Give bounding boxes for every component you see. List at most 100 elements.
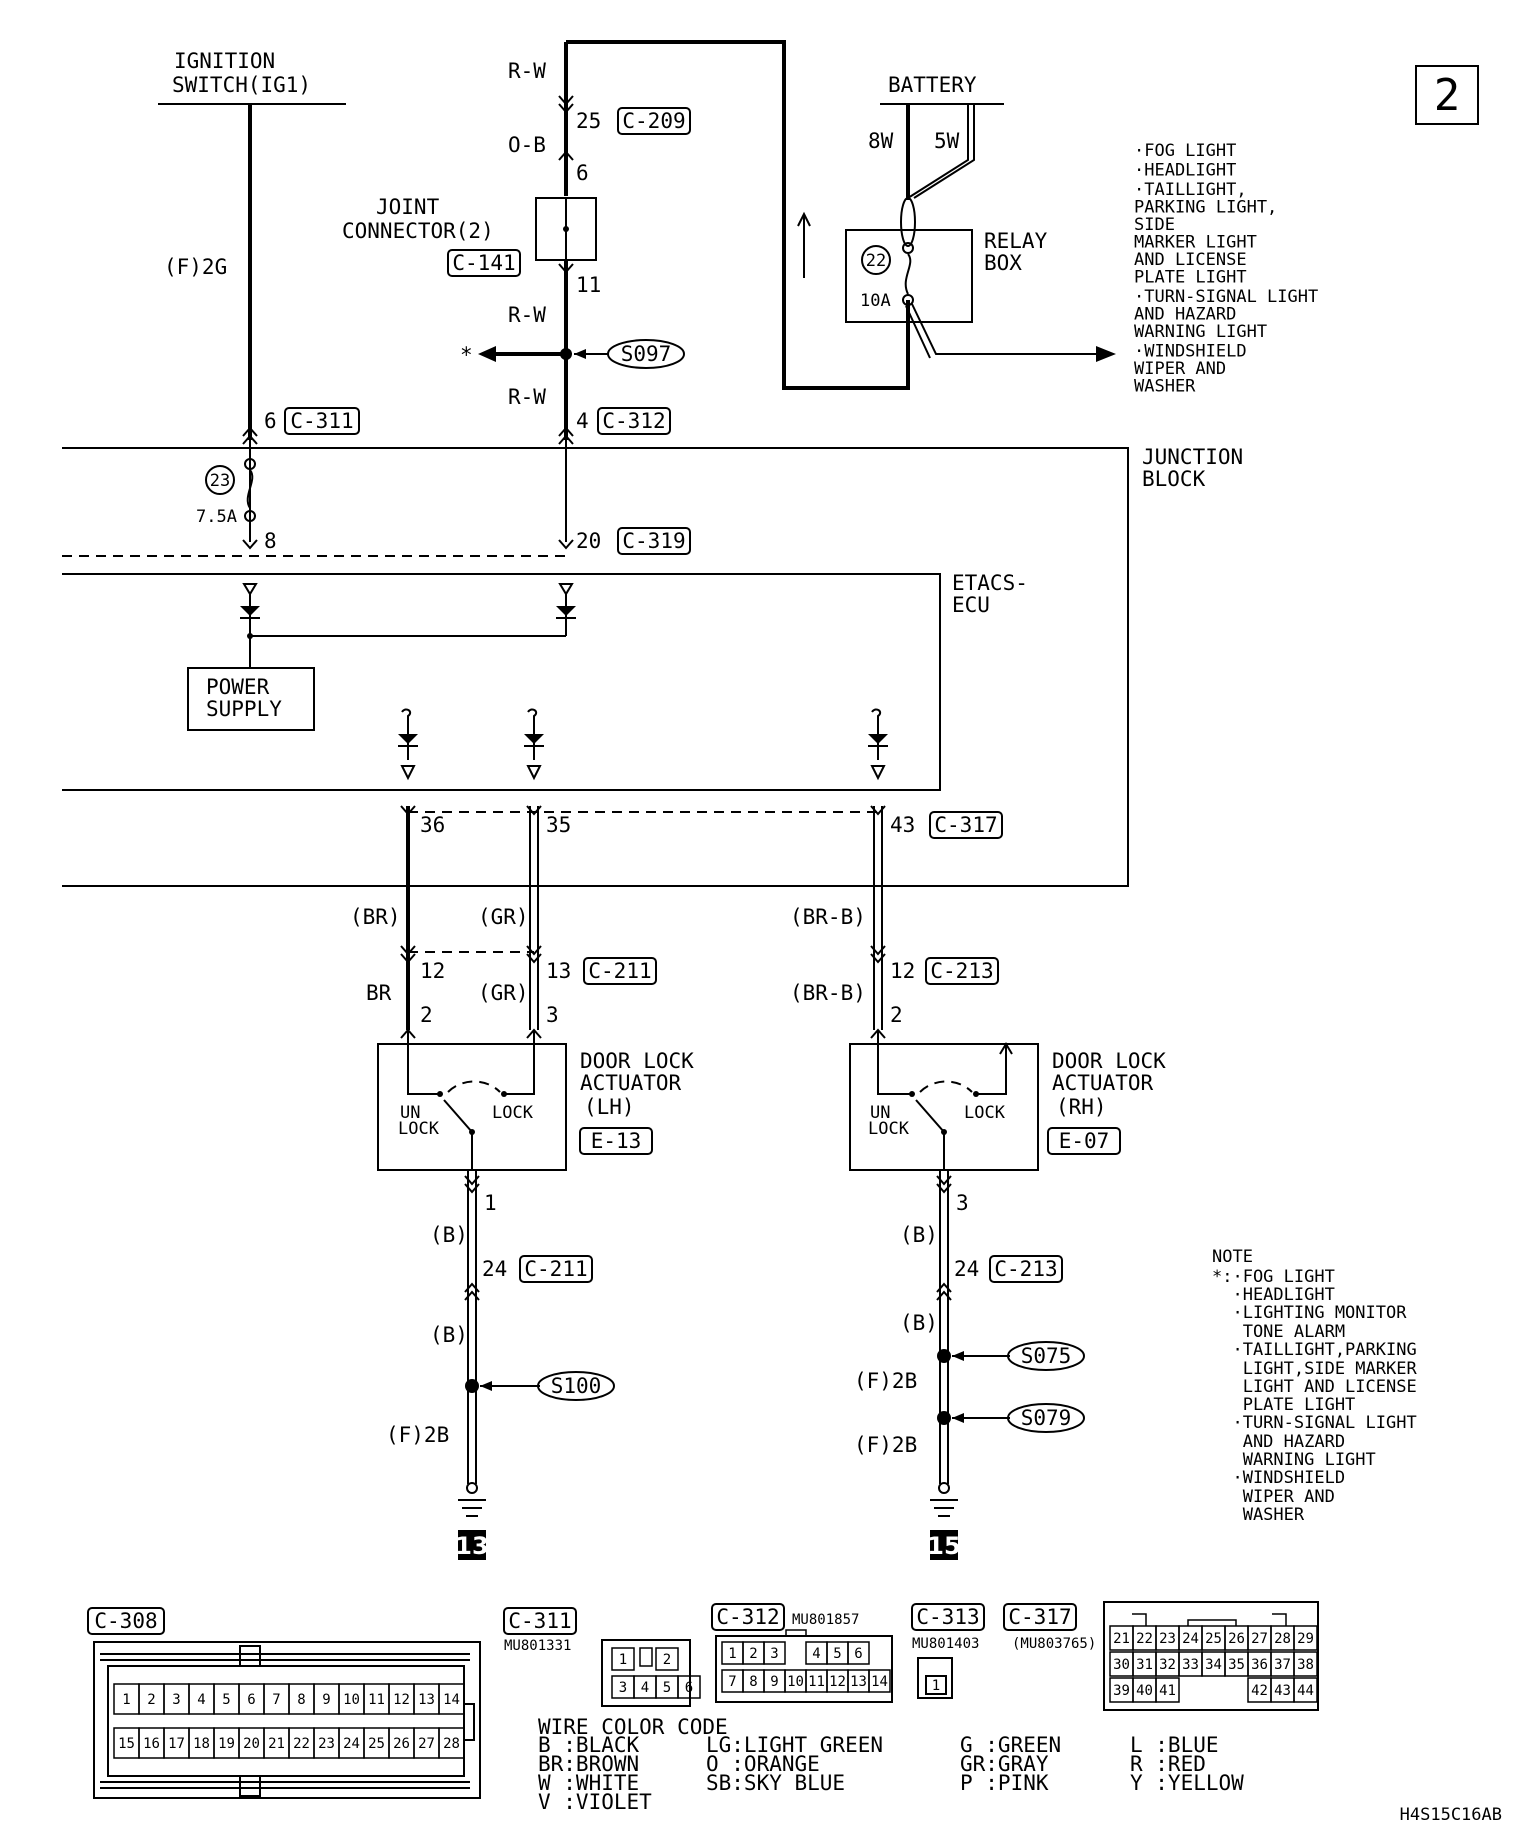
lh-actuator-label-3: (LH) [584, 1095, 635, 1119]
pin-number: 30 [1113, 1657, 1130, 1673]
pin-number: 2 [663, 1652, 671, 1668]
junction-pin-20: 20 [576, 529, 601, 553]
pin-number: 4 [641, 1680, 649, 1696]
lh-ground-badge [458, 1530, 486, 1560]
rh-ground-c213-box [989, 1255, 1063, 1283]
lh-lock-l: LOCK [398, 1119, 440, 1139]
rh-ground-badge [930, 1530, 958, 1560]
pin-number: 6 [854, 1646, 862, 1662]
relay-load-line: ·HEADLIGHT [1134, 161, 1236, 181]
relay-load-line: ·TAILLIGHT, [1134, 180, 1247, 200]
lh-wire-color-gr: (GR) [478, 981, 529, 1005]
c312-box [597, 407, 671, 435]
c311-label-box [503, 1607, 577, 1635]
pin-number: 7 [728, 1674, 736, 1690]
rh-s075-pointer-head [952, 1351, 964, 1361]
lh-s100-pointer-head [480, 1381, 492, 1391]
pin-number: 5 [222, 1692, 230, 1708]
pin-number: 6 [247, 1692, 255, 1708]
pin-number: 17 [168, 1736, 185, 1752]
lh-ground-pin-24: 24 [482, 1257, 507, 1281]
lh-pin-2: 2 [420, 1003, 433, 1027]
note-line: WASHER [1212, 1505, 1305, 1525]
wire-color-code-entry: G :GREEN [960, 1733, 1061, 1757]
rh-s075-label: S075 [1021, 1344, 1072, 1368]
figure-id: H4S15C16AB [1400, 1805, 1502, 1825]
lh-switch-blade [443, 1099, 473, 1133]
note-title: NOTE [1212, 1247, 1253, 1267]
lh-ground-color-3: (F)2B [386, 1423, 449, 1447]
c312-label-box [711, 1603, 785, 1631]
lh-ground-wire [467, 1170, 477, 1484]
lh-s100-dot [465, 1379, 479, 1393]
rh-c213-chevrons [870, 945, 886, 964]
c308-side-key [463, 1703, 475, 1741]
relay-fuse-amp: 10A [860, 291, 891, 311]
rh-s079-dot [937, 1411, 951, 1425]
rh-pin-2: 2 [890, 1003, 903, 1027]
lh-c211-box [583, 957, 657, 985]
pin-number: 33 [1182, 1657, 1199, 1673]
c313-label-box [911, 1603, 985, 1631]
rh-s079-pointer-head [952, 1413, 964, 1423]
pin-number: 14 [443, 1692, 460, 1708]
pin-number: 5 [663, 1680, 671, 1696]
fuse-23-top [244, 458, 256, 470]
c308-latch-bottom [100, 1775, 470, 1797]
rh-lock-r: LOCK [964, 1103, 1006, 1123]
relay-load-line: WIPER AND [1134, 359, 1226, 379]
output-pin-36: 36 [420, 813, 445, 837]
output-pin-43: 43 [890, 813, 915, 837]
diode-join-wire [249, 635, 566, 668]
pin-number: 12 [829, 1674, 846, 1690]
c209-chevron [558, 95, 574, 114]
c313-label: C-313 [916, 1605, 979, 1629]
wire-color-code-entry: O :ORANGE [706, 1752, 820, 1776]
output-pin-35: 35 [546, 813, 571, 837]
rh-ground-pin: 3 [956, 1191, 969, 1215]
lh-switch-arc [447, 1080, 501, 1093]
pin-number: 10 [343, 1692, 360, 1708]
rh-switch-blade [915, 1099, 945, 1133]
lh-ground-symbol [458, 1499, 486, 1517]
lh-wire-color-gr-top: (GR) [478, 905, 529, 929]
wire-color-code-entry: GR:GRAY [960, 1752, 1049, 1776]
r-w-label-low: R-W [508, 385, 546, 409]
pin-number: 31 [1136, 1657, 1153, 1673]
relay-fuse-bottom [902, 294, 914, 306]
pin-number: 4 [812, 1646, 820, 1662]
rh-ground-chevrons [936, 1175, 952, 1301]
jc-in-chevron [558, 150, 574, 161]
etacs-label-2: ECU [952, 593, 990, 617]
pin-number: 1 [619, 1652, 627, 1668]
lh-ground-color-1: (B) [430, 1223, 468, 1247]
jc-in-pin: 6 [576, 161, 589, 185]
s097-oval [607, 339, 685, 369]
c308-label: C-308 [94, 1609, 157, 1633]
rh-s075-dot [937, 1349, 951, 1363]
c312-pin: 4 [576, 409, 589, 433]
lh-ground-pin: 1 [484, 1191, 497, 1215]
rh-un: UN [870, 1103, 890, 1123]
wire-color-code-entry: B :BLACK [538, 1733, 640, 1757]
rh-brb-wire [873, 806, 883, 1030]
pin-number: 21 [268, 1736, 285, 1752]
pin-number: 13 [418, 1692, 435, 1708]
rh-ground-wire [939, 1170, 949, 1484]
pin-number: 22 [1136, 1631, 1153, 1647]
star-branch-label: * [460, 343, 473, 367]
lh-s100-label: S100 [551, 1374, 602, 1398]
pin-number: 40 [1136, 1683, 1153, 1699]
pin-number: 10 [787, 1674, 804, 1690]
pin-cell [847, 1641, 870, 1665]
c209-pin: 25 [576, 109, 601, 133]
power-supply-box [187, 667, 315, 731]
relay-load-line: MARKER LIGHT [1134, 233, 1257, 253]
rh-actuator-label-2: ACTUATOR [1052, 1071, 1154, 1095]
star-branch-arrow [478, 346, 496, 362]
battery-wire-8w: 8W [868, 129, 894, 153]
pin-number: 44 [1297, 1683, 1314, 1699]
